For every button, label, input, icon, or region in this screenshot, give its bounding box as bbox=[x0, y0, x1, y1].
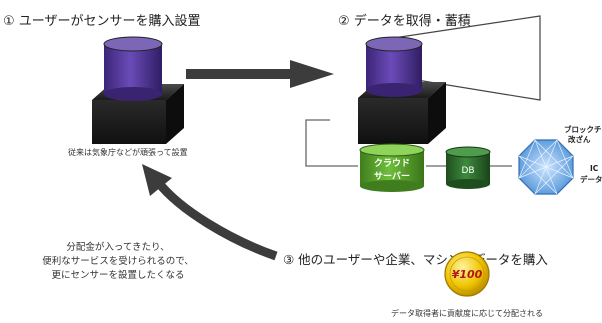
sensor2-cylinder-body bbox=[366, 44, 422, 90]
cloud-server: クラウド サーバー bbox=[359, 143, 425, 192]
coin-icon: ¥100 bbox=[444, 251, 490, 297]
return-arrow bbox=[142, 164, 278, 261]
incentive-line-3: 更にセンサーを設置したくなる bbox=[51, 269, 184, 281]
sensor-cylinder-top bbox=[103, 36, 163, 52]
sensor-cylinder-body bbox=[104, 44, 162, 94]
blockchain-text-1: ブロックチ bbox=[564, 124, 602, 134]
sensor2-box-front bbox=[358, 98, 428, 144]
sensor-note: 従来は気象庁などが頑張って設置 bbox=[68, 147, 188, 157]
blockchain-text-2: 改ざん bbox=[568, 134, 591, 144]
distribution-note: データ取得者に貢献度に応じて分配される bbox=[391, 308, 543, 318]
blockchain-network-icon bbox=[518, 139, 574, 195]
blockchain-text-4: データ bbox=[580, 174, 602, 184]
database: DB bbox=[445, 146, 491, 189]
blockchain-text-3: IC bbox=[590, 164, 599, 173]
step1-title: ① ユーザーがセンサーを購入設置 bbox=[3, 13, 201, 29]
sensor2-box-side bbox=[428, 82, 446, 144]
sensor-device-1 bbox=[92, 36, 184, 144]
db-label: DB bbox=[461, 166, 474, 176]
incentive-line-2: 便利なサービスを受けられるので、 bbox=[42, 255, 194, 267]
sensor2-cylinder-top bbox=[365, 36, 423, 52]
sensor-box-front bbox=[92, 100, 166, 144]
incentive-line-1: 分配金が入ってきたり、 bbox=[66, 241, 169, 253]
step3-title: ③ 他のユーザーや企業、マシンがデータを購入 bbox=[283, 252, 548, 267]
coin-label: ¥100 bbox=[452, 268, 483, 281]
cloud-server-label-1: クラウド bbox=[374, 158, 410, 169]
sensor-device-2 bbox=[358, 15, 541, 144]
step2-title: ② データを取得・蓄積 bbox=[338, 13, 471, 29]
sensor-box-side bbox=[166, 84, 184, 144]
sensor-cylinder-bottom bbox=[104, 87, 162, 101]
arrow-step1-to-step2 bbox=[186, 60, 334, 88]
connector-lines bbox=[305, 119, 512, 167]
cloud-server-label-2: サーバー bbox=[374, 171, 410, 182]
